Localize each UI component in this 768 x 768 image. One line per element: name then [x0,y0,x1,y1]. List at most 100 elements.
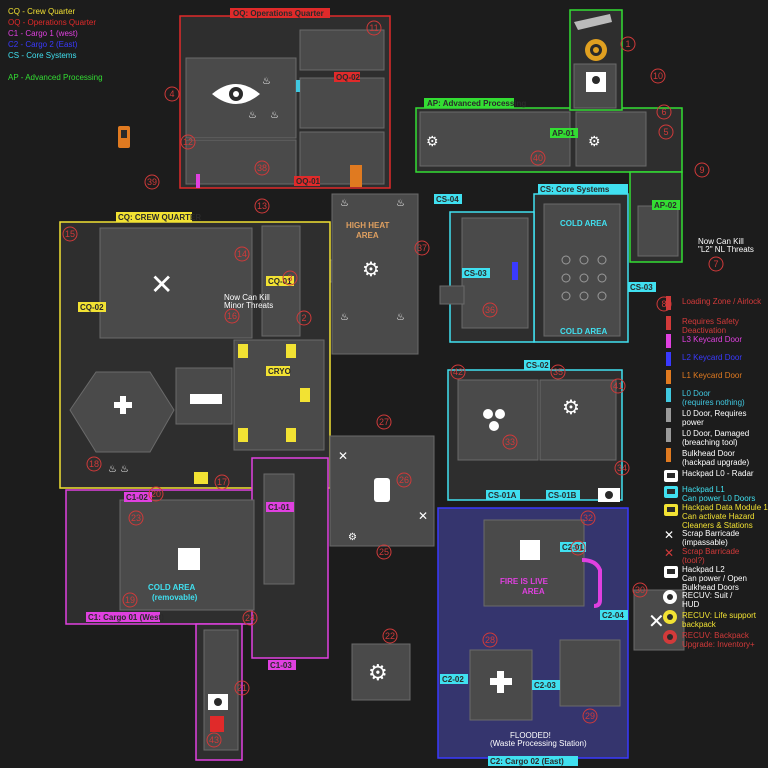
ap-01-room[interactable] [575,111,647,167]
high-heat-room[interactable] [331,193,419,355]
oq-title: OQ: Operations Quarter [233,9,324,18]
svg-text:2: 2 [301,313,306,323]
location-marker-32[interactable]: 32 [580,510,596,526]
oq-02-room[interactable] [299,77,385,129]
location-marker-14[interactable]: 14 [234,246,250,262]
location-marker-19[interactable]: 19 [122,592,138,608]
cryo-label: CRYO [268,367,291,376]
fire-hazard-icon: ♨ [270,110,279,121]
c1-01-label-bg [266,502,294,512]
legend-row-1: Loading Zone / Airlock [666,296,762,310]
location-marker-17[interactable]: 17 [214,474,230,490]
location-marker-21[interactable]: 21 [234,680,250,696]
oq-01-room[interactable] [185,139,297,185]
recuv-suit-icon [663,590,677,604]
ap-02-room[interactable] [637,205,679,257]
c2-fire-room[interactable] [483,519,585,607]
advanced-processing: AP: Advanced Processing AP-01 AP-02 ⚙ ⚙ [415,9,683,263]
south-gear-hub[interactable] [351,643,411,701]
c2-workshop[interactable] [559,639,621,707]
svg-text:26: 26 [399,475,409,485]
svg-text:36: 36 [485,305,495,315]
location-marker-3[interactable]: 3 [282,270,298,286]
location-marker-29[interactable]: 29 [582,708,598,724]
bulkhead-door-icon[interactable] [350,165,362,187]
cs-link-corridor[interactable] [439,285,465,305]
gear-station-icon: ⚙ [362,259,380,281]
legend-label-2: Can power / Open [682,574,747,583]
cs-01b-label-bg [546,490,580,500]
scrap-barricade-icon[interactable]: ✕ [338,449,348,463]
location-marker-24[interactable]: 24 [242,610,258,626]
cs-02-label: CS-02 [526,361,549,370]
location-marker-41[interactable]: 41 [610,378,626,394]
scrap-barricade-icon[interactable]: ✕ [418,509,428,523]
cold-area-top-label: COLD AREA [560,219,607,228]
location-marker-34[interactable]: 34 [614,460,630,476]
recuv-suit-icon[interactable] [598,488,620,502]
oq-lab-room[interactable] [299,131,385,185]
cq-mess-hall[interactable] [99,227,253,339]
location-marker-39[interactable]: 39 [144,174,160,190]
location-marker-26[interactable]: 26 [396,472,412,488]
cs-gear-room[interactable] [539,379,617,461]
location-marker-37[interactable]: 37 [414,240,430,256]
location-marker-12[interactable]: 12 [180,134,196,150]
cs-cold-room[interactable] [543,203,621,337]
legend-label: L1 Keycard Door [682,371,742,380]
location-marker-10[interactable]: 10 [650,68,666,84]
location-marker-33[interactable]: 33 [502,434,518,450]
fire-hazard-icon: ♨ [108,464,117,475]
recuv-backpack-icon[interactable] [208,694,228,710]
hackpad-data-module-icon[interactable] [194,472,208,484]
location-marker-13[interactable]: 13 [254,198,270,214]
weapon-pickup-icon[interactable] [574,14,612,30]
recuv-life-support-icon [663,610,677,624]
oq-server-room[interactable] [299,29,385,71]
svg-text:37: 37 [417,243,427,253]
l3-keycard-door-icon[interactable] [196,174,200,188]
location-marker-20[interactable]: 20 [148,486,164,502]
c1-01-corridor[interactable] [263,473,295,585]
ap-processing-room[interactable] [419,111,571,167]
legend-label: L0 Door, Damaged [682,429,749,438]
location-marker-22[interactable]: 22 [382,628,398,644]
location-marker-25[interactable]: 25 [376,544,392,560]
recuv-life-support-icon[interactable] [585,39,607,61]
safety-door-icon[interactable] [210,716,224,732]
l2-keycard-door-icon [666,352,671,366]
location-marker-6[interactable]: 6 [656,104,672,120]
l2-keycard-door-icon[interactable] [512,262,518,280]
cs-02-label-bg [524,360,550,370]
location-marker-11[interactable]: 11 [366,20,382,36]
cs-filter-room[interactable] [457,379,539,461]
location-marker-9[interactable]: 9 [694,162,710,178]
recuv-suit-icon[interactable] [586,72,606,92]
svg-text:5: 5 [663,127,668,137]
location-marker-15[interactable]: 15 [62,226,78,242]
location-marker-1[interactable]: 1 [620,36,636,52]
location-marker-36[interactable]: 36 [482,302,498,318]
svg-text:22: 22 [385,631,395,641]
location-marker-43[interactable]: 43 [206,732,222,748]
location-marker-23[interactable]: 23 [128,510,144,526]
legend-label: Hackpad L1 [682,485,725,494]
l0-door-icon[interactable] [296,80,300,92]
location-marker-27[interactable]: 27 [376,414,392,430]
location-marker-40[interactable]: 40 [530,150,546,166]
location-marker-5[interactable]: 5 [658,124,674,140]
location-marker-7[interactable]: 7 [708,256,724,272]
location-marker-28[interactable]: 28 [482,632,498,648]
location-marker-4[interactable]: 4 [164,86,180,102]
keycard-pickup-icon[interactable] [118,126,130,148]
svg-text:✕: ✕ [664,528,674,542]
location-marker-31[interactable]: 31 [570,540,586,556]
location-marker-42[interactable]: 42 [450,364,466,380]
location-marker-16[interactable]: 16 [224,308,240,324]
location-marker-18[interactable]: 18 [86,456,102,472]
location-marker-30[interactable]: 30 [632,582,648,598]
location-marker-38[interactable]: 38 [254,160,270,176]
location-marker-2[interactable]: 2 [296,310,312,326]
location-marker-35[interactable]: 35 [550,364,566,380]
